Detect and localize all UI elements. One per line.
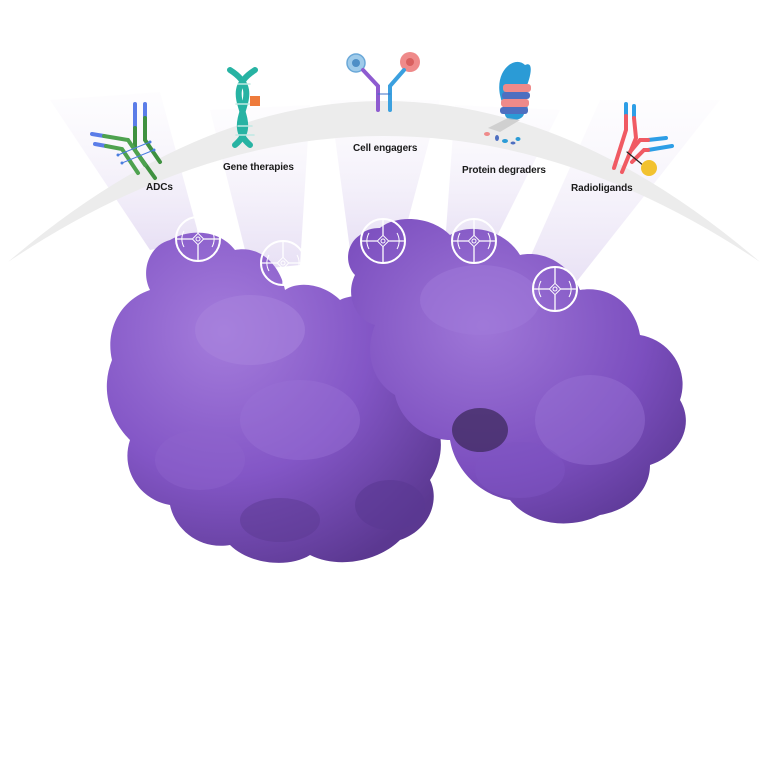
target-reticle-4 [451,218,497,264]
target-reticle-5 [532,266,578,312]
target-reticle-3 [360,218,406,264]
target-reticles [175,216,578,312]
dna-helix-icon [227,67,260,148]
modality-label-protein-degraders: Protein degraders [462,165,546,176]
modality-label-adcs: ADCs [146,182,173,193]
modality-label-radioligands: Radioligands [571,183,633,194]
modality-label-cell-engagers: Cell engagers [353,143,418,154]
radiolabeled-antibody-icon [612,102,674,176]
proteasome-icon [484,61,531,145]
protein-structure [106,218,686,563]
modality-label-gene-therapies: Gene therapies [223,162,294,173]
target-reticle-1 [175,216,221,262]
bispecific-antibody-icon [346,52,420,112]
target-reticle-2 [260,240,306,286]
arc-band [8,101,760,262]
antibody-drug-conjugate-icon [90,102,162,180]
